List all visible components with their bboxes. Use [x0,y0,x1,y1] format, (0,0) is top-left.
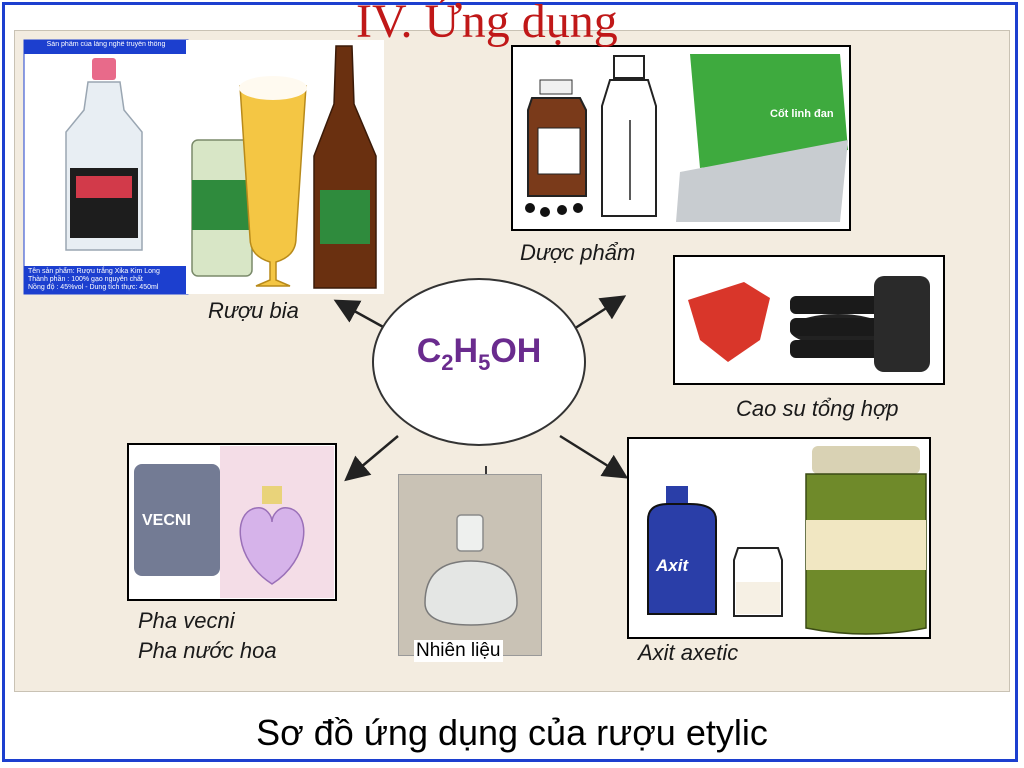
varnish-can-text: VECNI [142,512,191,529]
medicine-box-text: Cốt linh đan [770,108,834,120]
ethanol-formula: C2H5OH [416,332,542,375]
ethanol-center-node: C2H5OH [372,278,586,446]
vodka-bottle-image [23,39,189,295]
label-axit-axetic: Axit axetic [638,640,739,665]
acid-jug-text: Axit [656,556,689,575]
synthetic-rubber-image [673,255,945,385]
label-pha-vecni: Pha vecni [138,608,235,633]
label-duoc-pham: Dược phẩm [520,240,636,265]
label-nhien-lieu: Nhiên liệu [414,640,503,662]
slide-caption: Sơ đồ ứng dụng của rượu etylic [256,712,768,753]
label-pha-nuoc-hoa: Pha nước hoa [138,638,277,663]
varnish-perfume-image [127,443,337,601]
acetic-acid-image [627,437,931,639]
arrow-to-pha-vecni [344,435,399,482]
pharmaceuticals-image [511,45,851,231]
beer-image [186,40,384,294]
vodka-info-3: Nồng độ : 45%vol - Dung tích thực: 450ml [28,284,159,291]
label-cao-su: Cao su tổng hợp [736,396,899,421]
vodka-info-1: Tên sản phẩm: Rượu trắng Xika Kim Long [28,268,160,275]
arrow-to-axit-axetic [559,434,629,479]
slide-title: IV. Ứng dụng [356,0,618,48]
fuel-lamp-image [398,474,542,656]
label-ruou-bia: Rượu bia [208,298,299,323]
vodka-info-2: Thành phần : 100% gạo nguyên chất [28,276,143,283]
vodka-header-text: Sản phẩm của làng nghề truyền thống [46,41,166,48]
